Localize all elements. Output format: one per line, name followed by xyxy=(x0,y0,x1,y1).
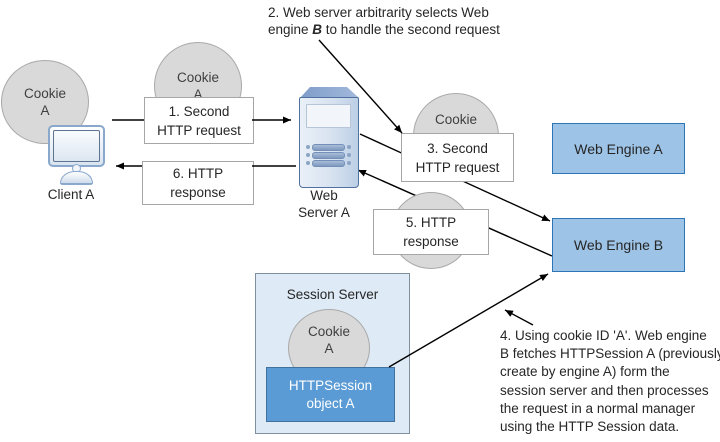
web-engine-b-box: Web Engine B xyxy=(552,218,685,272)
server-slot xyxy=(306,143,351,151)
session-server-label: Session Server xyxy=(286,287,379,302)
cookie-id: A xyxy=(193,87,203,102)
annotation-step4: 4. Using cookie ID 'A'. Web engine B fet… xyxy=(500,328,720,435)
step3-second-http-request-box: 3. Second HTTP request xyxy=(401,133,514,182)
web-server-label: Web Server A xyxy=(298,188,350,220)
server-slot xyxy=(306,159,351,167)
server-slot xyxy=(306,151,351,159)
cookie-label: Cookie xyxy=(307,324,351,339)
cookie-label: Cookie xyxy=(176,70,220,85)
arrow-annotation4-pointer xyxy=(504,309,534,326)
engine-b-emphasis: B xyxy=(312,22,323,37)
httpsession-object-box: HTTPSession object A xyxy=(266,367,395,422)
step6-http-response-box: 6. HTTP response xyxy=(142,161,254,205)
server-panel xyxy=(306,104,351,128)
step1-second-http-request-box: 1. Second HTTP request xyxy=(144,97,254,144)
cookie-a-circle-client: Cookie A xyxy=(1,60,89,144)
annotation-step2: 2. Web server arbitrarity selects Web en… xyxy=(268,5,500,37)
cookie-id: A xyxy=(40,103,50,118)
web-server-icon xyxy=(299,97,359,188)
cookie-id: A xyxy=(324,341,334,356)
step5-http-response-box: 5. HTTP response xyxy=(373,209,489,255)
web-engine-a-box: Web Engine A xyxy=(552,123,685,174)
client-monitor-icon xyxy=(48,125,105,167)
monitor-base xyxy=(60,171,93,185)
cookie-label: Cookie xyxy=(434,112,478,127)
client-label: Client A xyxy=(47,187,95,202)
cookie-label: Cookie xyxy=(23,86,67,101)
monitor-screen xyxy=(53,130,100,162)
